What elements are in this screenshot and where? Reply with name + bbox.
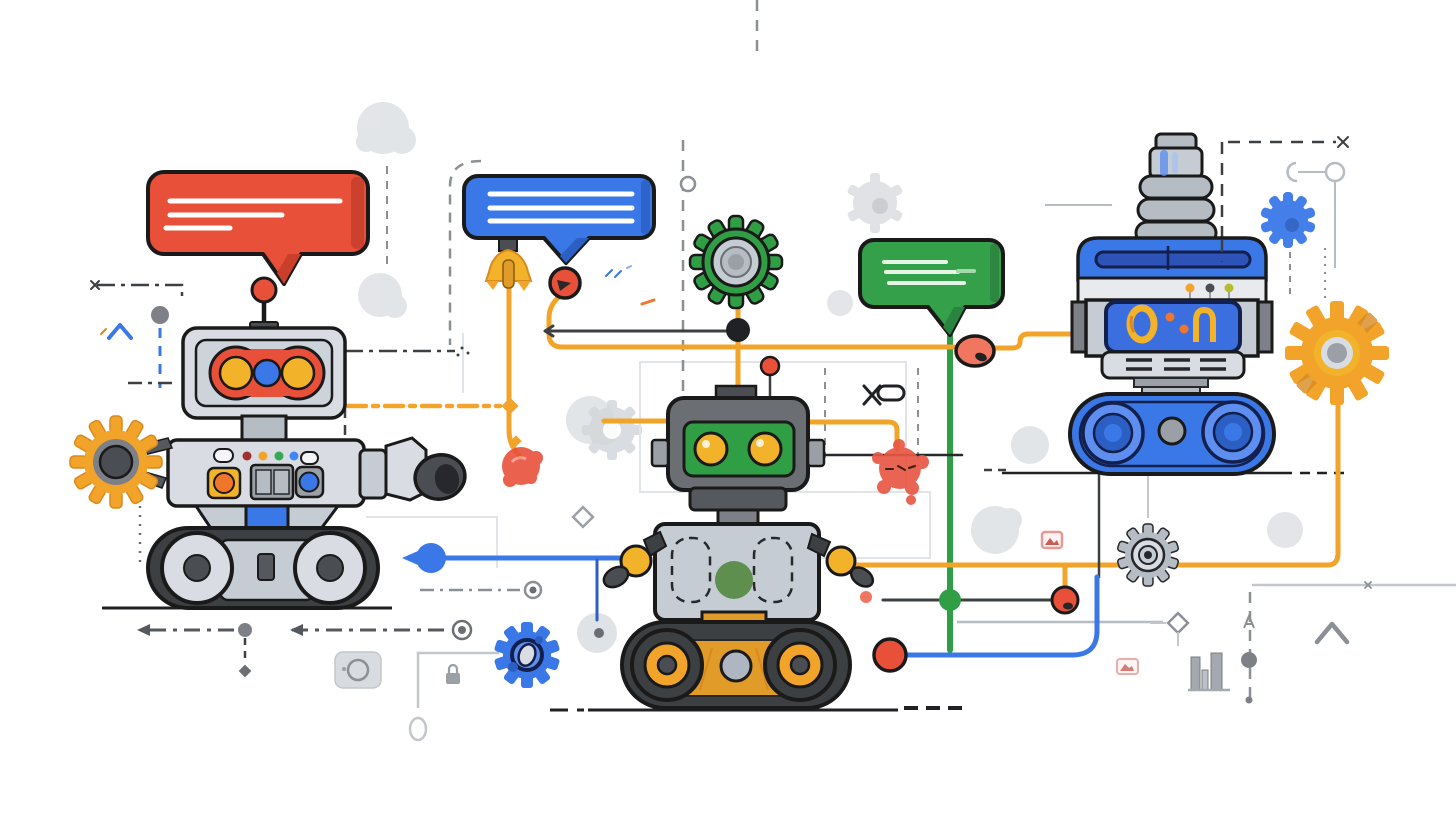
- diamond-outline: [1166, 611, 1190, 646]
- orange-diamond-node: [501, 397, 519, 415]
- watercolor-gear-blob: [846, 173, 904, 233]
- left-robot-arm-telescope: [358, 436, 467, 502]
- right-robot-neck: [1133, 377, 1209, 388]
- red-node-arrow: [548, 266, 582, 300]
- lock-icon: [446, 663, 460, 684]
- toggle-button-icon: [334, 651, 382, 689]
- orange-gear-right: [1285, 301, 1389, 405]
- bubble-text-lines: [882, 260, 976, 285]
- black-node: [726, 318, 750, 342]
- nodes-layer: [151, 175, 1257, 704]
- image-placeholder-icon: [1116, 658, 1139, 675]
- red-node-large: [872, 637, 908, 673]
- light-gear-silhouette: [582, 400, 642, 460]
- circle-node-outline: [1324, 161, 1346, 183]
- blue-gear-bottom: [493, 622, 561, 688]
- red-gear-splat: [872, 439, 929, 505]
- middle-robot-treads: [620, 620, 852, 710]
- red-splat: [502, 447, 543, 487]
- orange-diamond-small: [510, 435, 522, 447]
- middle-robot-body: [653, 522, 821, 622]
- middle-robot-chest-dot: [715, 561, 753, 599]
- speech-bubbles: [146, 170, 1005, 337]
- a-mark: [1243, 613, 1255, 629]
- arc-connector: [1286, 161, 1298, 183]
- gray-dot: [238, 623, 252, 637]
- right-robot: [1068, 132, 1276, 476]
- circled-dot-node: [523, 580, 543, 600]
- green-node: [939, 589, 961, 611]
- red-speech-bubble: [146, 170, 370, 286]
- middle-robot-chin: [688, 486, 788, 512]
- arrow-mark: [137, 624, 150, 636]
- bubble-text-lines: [487, 191, 635, 224]
- middle-robot-eye: [693, 431, 729, 467]
- gray-dot: [1241, 652, 1257, 668]
- right-robot-treads: [1068, 392, 1276, 476]
- confetti-specks: [456, 265, 656, 357]
- green-gear: [688, 214, 784, 310]
- circle-outline-node: [679, 175, 697, 193]
- middle-robot-eye: [747, 431, 783, 467]
- right-robot-screen: [1104, 300, 1242, 354]
- gray-dot: [151, 306, 169, 324]
- gray-diamond-dot: [238, 664, 252, 678]
- blue-gear-small: [1259, 192, 1317, 248]
- middle-robot: [602, 355, 875, 710]
- gray-blob-with-dot: [577, 613, 617, 653]
- arrow-mark: [290, 624, 303, 636]
- image-placeholder-icon: [1040, 530, 1064, 550]
- left-robot-body: [166, 438, 366, 532]
- flag-x-icon: [862, 384, 906, 406]
- orange-gear-left: [69, 415, 174, 509]
- chevron-up-icon-gray: [1314, 621, 1350, 645]
- green-speech-bubble: [858, 238, 1005, 337]
- right-robot-body: [1070, 298, 1274, 358]
- orange-tick: [100, 328, 107, 335]
- right-robot-screw-stack: [1134, 132, 1218, 246]
- salmon-dot: [860, 591, 872, 603]
- blue-node: [402, 543, 446, 573]
- diamond-outline: [571, 505, 595, 529]
- left-robot-neck: [240, 414, 288, 444]
- gray-gear: [1116, 523, 1180, 587]
- bell-icon: [484, 237, 533, 291]
- middle-robot-antenna: [759, 355, 781, 400]
- circled-dot-node: [451, 619, 473, 641]
- blue-circuit-lines: [442, 555, 1100, 658]
- red-node-small: [1050, 585, 1080, 615]
- red-node-oval: [954, 334, 996, 368]
- left-robot-antenna: [249, 276, 279, 333]
- bubble-text-lines: [163, 198, 343, 231]
- left-robot-eye: [218, 355, 254, 391]
- gray-dot-tiny: [1245, 696, 1253, 704]
- left-robot: [69, 276, 467, 610]
- screen-glyphs: [1126, 304, 1216, 344]
- chevron-up-icon-blue: [107, 323, 133, 340]
- left-robot-head: [181, 326, 347, 420]
- x-marks: [90, 136, 1372, 589]
- left-robot-eye-center: [252, 358, 282, 388]
- right-robot-band: [1076, 276, 1268, 304]
- circuit-lines: [345, 281, 1341, 658]
- gears-layer: [493, 192, 1389, 688]
- bar-chart-sketch: [1188, 652, 1230, 692]
- middle-robot-head: [650, 396, 826, 492]
- right-robot-vent-panel: [1100, 350, 1246, 380]
- icons-and-marks: [90, 136, 1372, 692]
- right-robot-cap: [1076, 236, 1268, 282]
- background-sketch-layer: [97, 0, 1456, 742]
- left-robot-treads: [146, 526, 380, 610]
- blue-speech-bubble: [462, 174, 656, 265]
- left-robot-eye: [280, 355, 316, 391]
- middle-robot-arms: [602, 530, 875, 589]
